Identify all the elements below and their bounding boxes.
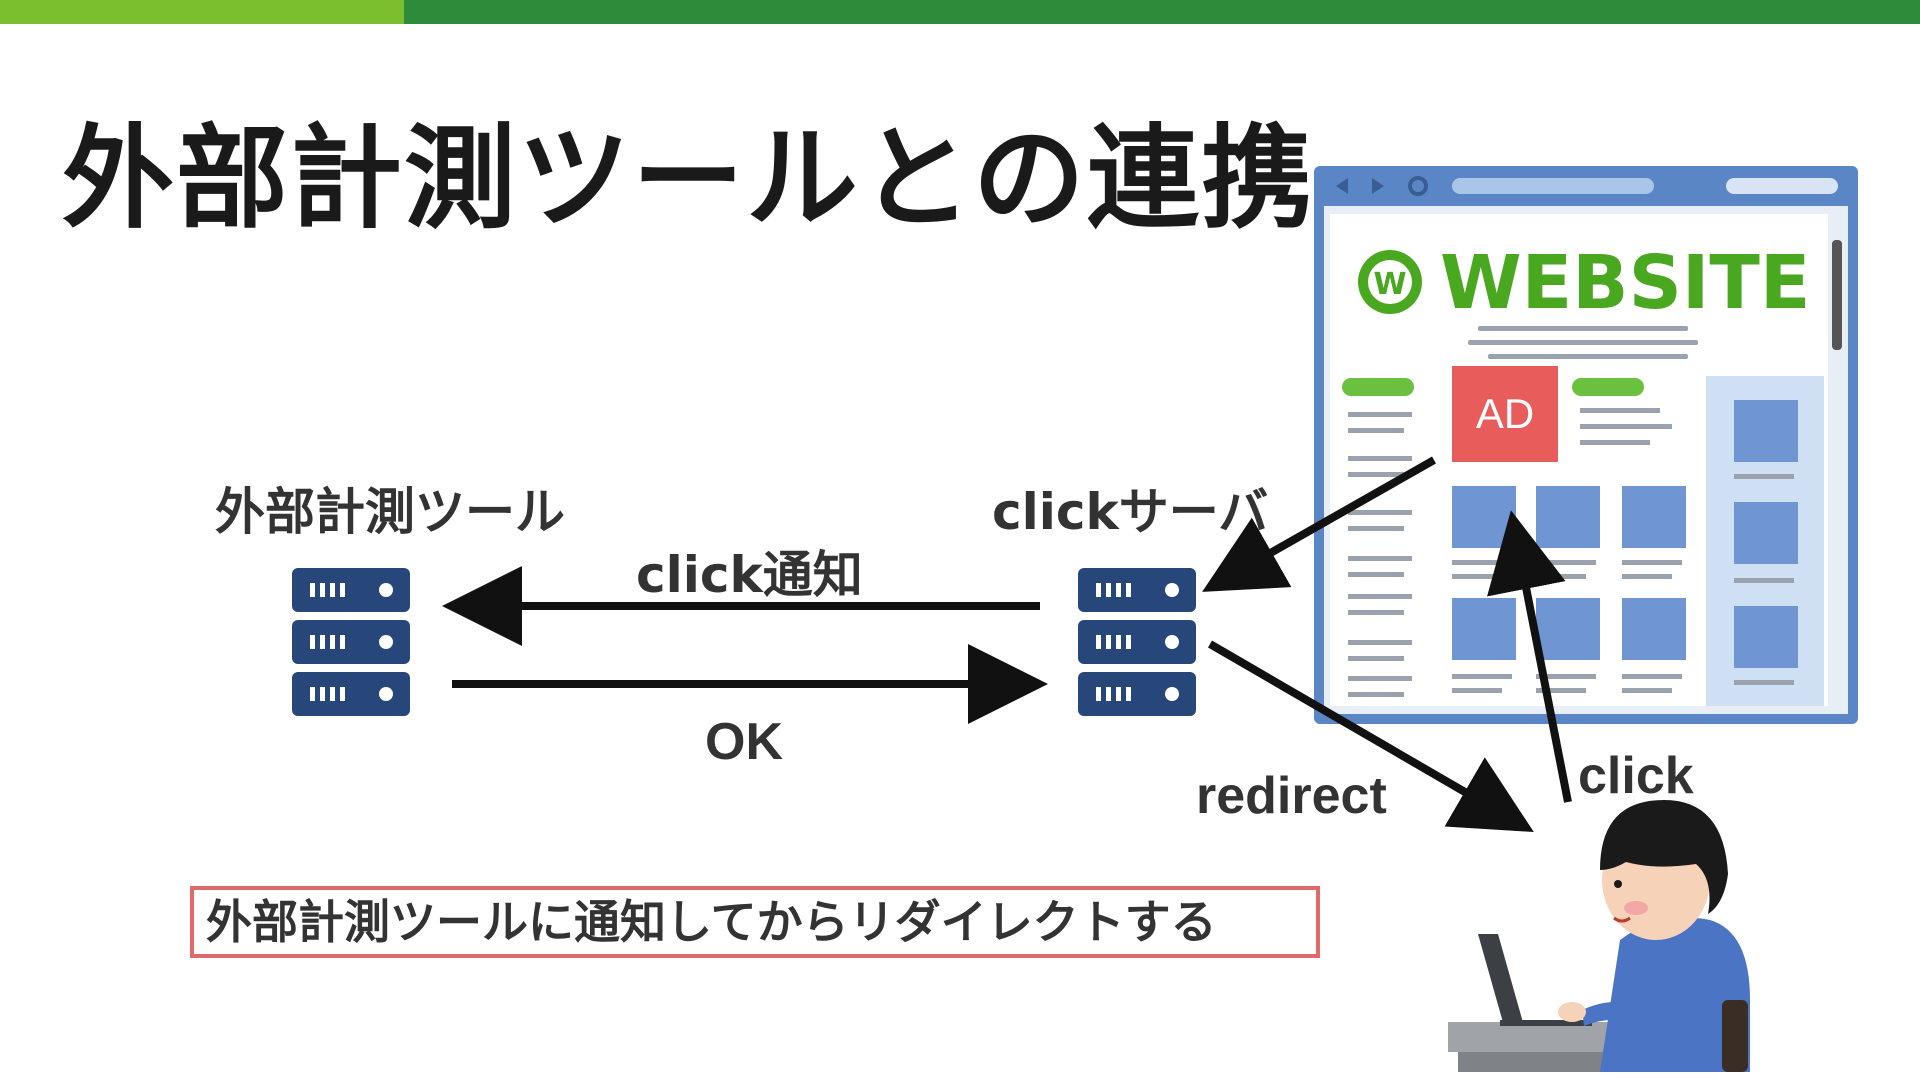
click-server-icon [1078,568,1196,716]
ad-banner [1452,366,1558,462]
person-at-laptop-illustration [1448,800,1750,1072]
notify-label: click通知 [636,546,863,604]
ad-to-server-arrow [1202,456,1436,592]
redirect-label: redirect [1196,767,1387,825]
slide-title: 外部計測ツールとの連携 [62,114,1315,244]
click-label: click [1578,747,1694,805]
external-tool-server-icon [292,568,410,716]
ad-label: AD [1476,390,1534,437]
top-accent-bar-dark [404,0,1920,24]
website-logo-letter: W [1373,267,1406,302]
browser-window-illustration: W WEBSITE [1314,166,1858,724]
note-box: 外部計測ツールに通知してからリダイレクトする [190,886,1320,958]
ok-label: OK [705,713,783,771]
click-arrow [1487,510,1572,803]
redirect-arrow [1207,640,1534,833]
click-server-label: clickサーバ [992,483,1269,541]
top-accent-bar-light [0,0,404,24]
website-title: WEBSITE [1440,240,1810,326]
external-tool-label: 外部計測ツール [215,483,565,541]
